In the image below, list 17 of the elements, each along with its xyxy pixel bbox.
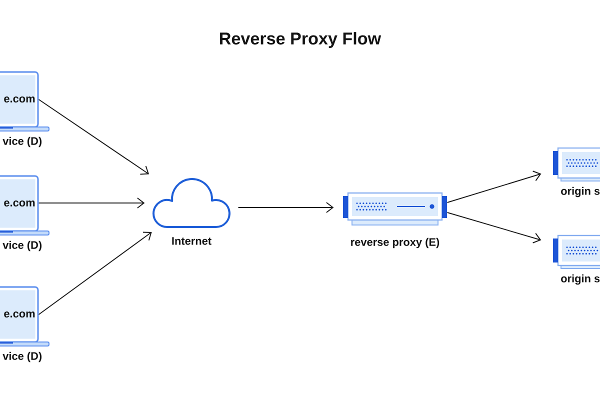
- node-label: origin s: [561, 274, 600, 285]
- arrow: [38, 99, 150, 175]
- laptop: e.com: [0, 286, 50, 346]
- arrow: [446, 212, 542, 244]
- node-label: origin s: [561, 186, 600, 198]
- node-label: reverse proxy (E): [351, 238, 440, 248]
- arrow: [38, 232, 152, 315]
- node-label: Internet: [172, 237, 212, 245]
- laptop: e.com: [0, 175, 50, 236]
- laptop: e.com: [0, 71, 50, 132]
- arrow: [446, 170, 542, 203]
- device-label: vice (D): [2, 240, 42, 252]
- arrow: [238, 202, 334, 213]
- device-label: vice (D): [2, 352, 42, 362]
- arrow: [38, 198, 145, 208]
- title: Reverse Proxy Flow: [220, 32, 382, 48]
- device-label: vice (D): [2, 136, 42, 148]
